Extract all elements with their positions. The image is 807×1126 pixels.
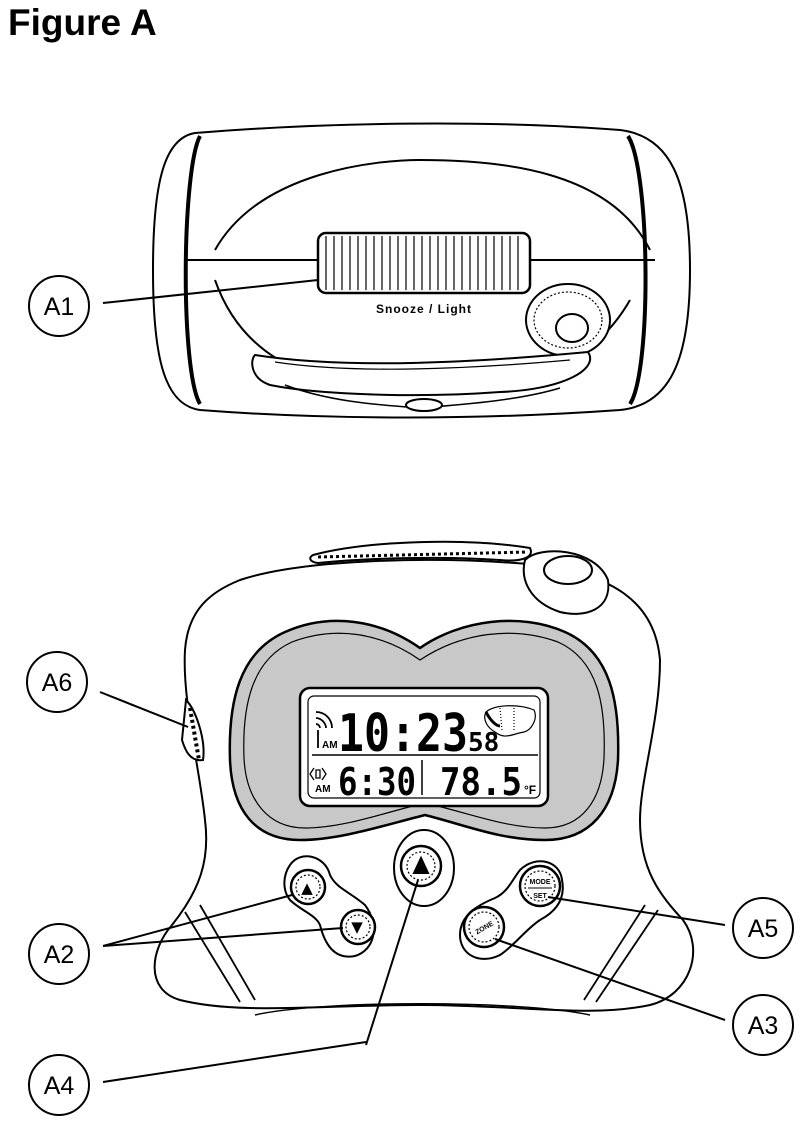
callout-a1-label: A1 [44, 293, 75, 321]
callout-a2: A2 [28, 894, 344, 985]
callout-a3-label: A3 [748, 1012, 779, 1040]
us-map-icon [484, 705, 536, 737]
up-arrow-icon: ▲ [301, 879, 313, 897]
set-label: SET [533, 893, 547, 900]
lcd-screen-inner [307, 695, 541, 799]
top-view-front-lip [251, 350, 591, 397]
snooze-bar-ridges [325, 236, 519, 290]
snooze-light-bar[interactable] [316, 231, 532, 295]
bell-icon [412, 855, 430, 874]
callout-a3: A3 [494, 938, 794, 1056]
down-button[interactable]: ▼ [339, 908, 377, 946]
callout-a6-label: A6 [42, 669, 73, 697]
top-ridge [309, 540, 532, 565]
top-view-top-curve [214, 158, 651, 251]
lcd-temperature: 78.5 [440, 760, 522, 804]
snooze-light-label: Snooze / Light [376, 302, 472, 316]
callout-a4: A4 [28, 879, 419, 1116]
front-lens-icon [522, 550, 610, 615]
left-foot [184, 904, 256, 1003]
lcd-time: 10:23 [338, 704, 468, 764]
figure-title: Figure A [8, 2, 157, 43]
top-view: Snooze / Light [151, 122, 692, 419]
callout-a6: A6 [26, 651, 189, 728]
top-ridge-texture [317, 550, 529, 559]
alarm-button[interactable] [399, 844, 443, 888]
callout-a2-label: A2 [44, 941, 75, 969]
lcd-seconds: 58 [468, 728, 499, 758]
side-wheel-texture [188, 707, 201, 761]
time-ampm: AM [322, 740, 338, 751]
alarm-ampm: AM [315, 784, 331, 795]
callout-a4-label: A4 [44, 1072, 75, 1100]
down-arrow-icon: ▼ [351, 918, 363, 936]
callout-a1: A1 [28, 275, 319, 337]
base-curve [254, 1003, 591, 1016]
top-view-front-lip-inner [274, 359, 571, 370]
callout-a5: A5 [547, 896, 794, 959]
mode-label: MODE [530, 879, 551, 886]
alarm-icon [309, 767, 327, 781]
right-foot [583, 904, 659, 1003]
lcd-temp-unit: °F [524, 783, 536, 797]
signal-icon [315, 711, 333, 748]
projector-lens-icon [525, 283, 611, 357]
mode-set-button[interactable]: MODE SET [518, 864, 562, 908]
lcd-alarm-time: 6:30 [338, 760, 416, 804]
up-button[interactable]: ▲ [289, 868, 327, 906]
top-view-right-edge [626, 134, 648, 406]
top-view-left-edge [183, 135, 202, 406]
zone-button[interactable]: ZONE [462, 905, 506, 949]
callout-a5-label: A5 [748, 915, 779, 943]
front-view: AM 10:23 58 AM 6:30 78.5 °F [153, 540, 695, 1016]
top-view-center-nub [405, 398, 443, 412]
